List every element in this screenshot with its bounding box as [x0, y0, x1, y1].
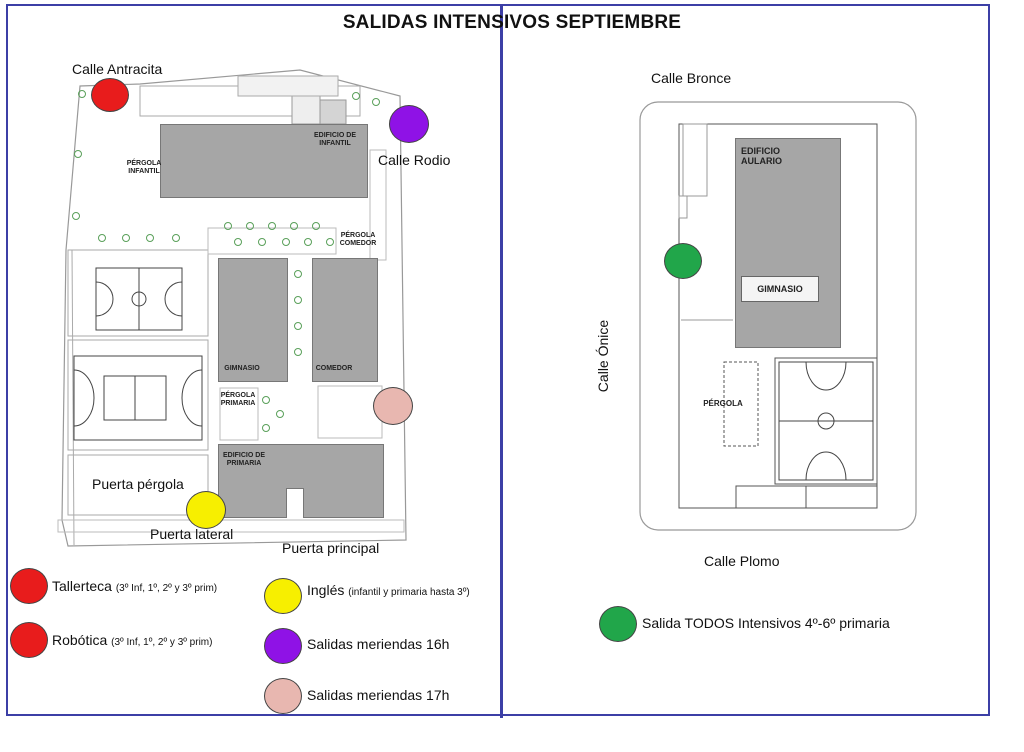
- puerta-principal-label: Puerta principal: [282, 540, 380, 556]
- primaria-entrance-notch: [286, 488, 304, 518]
- legend-item-meriendas-17h: Salidas meriendas 17h: [307, 687, 450, 703]
- legend-detail: (3º Inf, 1º, 2º y 3º prim): [115, 583, 218, 594]
- legend-label: Robótica: [52, 632, 108, 648]
- tree-icon: [372, 98, 380, 106]
- tree-icon: [294, 296, 302, 304]
- tree-icon: [326, 238, 334, 246]
- legend-item-tallerteca: Tallerteca (3º Inf, 1º, 2º y 3º prim): [52, 578, 217, 594]
- legend-label: Inglés: [307, 582, 345, 598]
- tree-icon: [72, 212, 80, 220]
- tree-icon: [262, 424, 270, 432]
- tree-icon: [262, 396, 270, 404]
- tree-icon: [294, 270, 302, 278]
- exit-marker-meriendas-17h: [373, 387, 413, 425]
- legend-swatch-todos: [599, 606, 637, 642]
- tree-icon: [172, 234, 180, 242]
- edificio-aulario: [735, 138, 841, 348]
- legend-item-meriendas-16h: Salidas meriendas 16h: [307, 636, 450, 652]
- right-site-outline: [639, 101, 917, 531]
- legend-swatch-meriendas-17h: [264, 678, 302, 714]
- tree-icon: [268, 222, 276, 230]
- legend-item-ingles: Inglés (infantil y primaria hasta 3º): [307, 582, 470, 598]
- legend-item-robotica: Robótica (3º Inf, 1º, 2º y 3º prim): [52, 632, 212, 648]
- gimnasio-label: GIMNASIO: [224, 365, 260, 372]
- puerta-lateral-label: Puerta lateral: [150, 526, 234, 542]
- legend-swatch-tallerteca: [10, 568, 48, 604]
- gimnasio-building: [218, 258, 288, 382]
- tree-icon: [78, 90, 86, 98]
- tree-icon: [258, 238, 266, 246]
- tree-icon: [146, 234, 154, 242]
- exit-marker-ingles: [186, 491, 226, 529]
- tree-icon: [98, 234, 106, 242]
- legend-detail: (3º Inf, 1º, 2º y 3º prim): [111, 637, 213, 648]
- tree-icon: [304, 238, 312, 246]
- tree-icon: [312, 222, 320, 230]
- edificio-infantil: [160, 124, 368, 198]
- exit-marker-meriendas-16h: [389, 105, 429, 143]
- tree-icon: [290, 222, 298, 230]
- gimnasio-label-right: GIMNASIO: [757, 284, 803, 294]
- exit-marker-todos-intensivos: [664, 243, 702, 279]
- tree-icon: [246, 222, 254, 230]
- page-frame: [6, 4, 990, 716]
- tree-icon: [234, 238, 242, 246]
- calle-plomo-label: Calle Plomo: [704, 553, 780, 569]
- legend-swatch-robotica: [10, 622, 48, 658]
- legend-item-todos: Salida TODOS Intensivos 4º-6º primaria: [642, 615, 890, 631]
- legend-swatch-ingles: [264, 578, 302, 614]
- tree-icon: [74, 150, 82, 158]
- legend-label: Tallerteca: [52, 578, 112, 594]
- tree-icon: [122, 234, 130, 242]
- page-title: SALIDAS INTENSIVOS SEPTIEMBRE: [342, 12, 682, 33]
- comedor-building: [312, 258, 378, 382]
- legend-swatch-meriendas-16h: [264, 628, 302, 664]
- exit-marker-tallerteca-robotica: [91, 78, 129, 112]
- calle-antracita-label: Calle Antracita: [72, 61, 163, 77]
- tree-icon: [294, 322, 302, 330]
- comedor-label: COMEDOR: [315, 365, 353, 372]
- tree-icon: [282, 238, 290, 246]
- calle-bronce-label: Calle Bronce: [651, 70, 732, 86]
- puerta-pergola-label: Puerta pérgola: [92, 476, 184, 492]
- panel-divider: [500, 4, 503, 718]
- legend-detail: (infantil y primaria hasta 3º): [348, 587, 470, 598]
- legend: Tallerteca (3º Inf, 1º, 2º y 3º prim) Ro…: [0, 560, 990, 716]
- gimnasio-box: [741, 276, 819, 302]
- calle-onice-label: Calle Ónice: [595, 319, 611, 393]
- tree-icon: [294, 348, 302, 356]
- tree-icon: [276, 410, 284, 418]
- tree-icon: [224, 222, 232, 230]
- pergola-label-right: PÉRGOLA: [703, 399, 743, 408]
- tree-icon: [352, 92, 360, 100]
- calle-rodio-label: Calle Rodio: [378, 152, 451, 168]
